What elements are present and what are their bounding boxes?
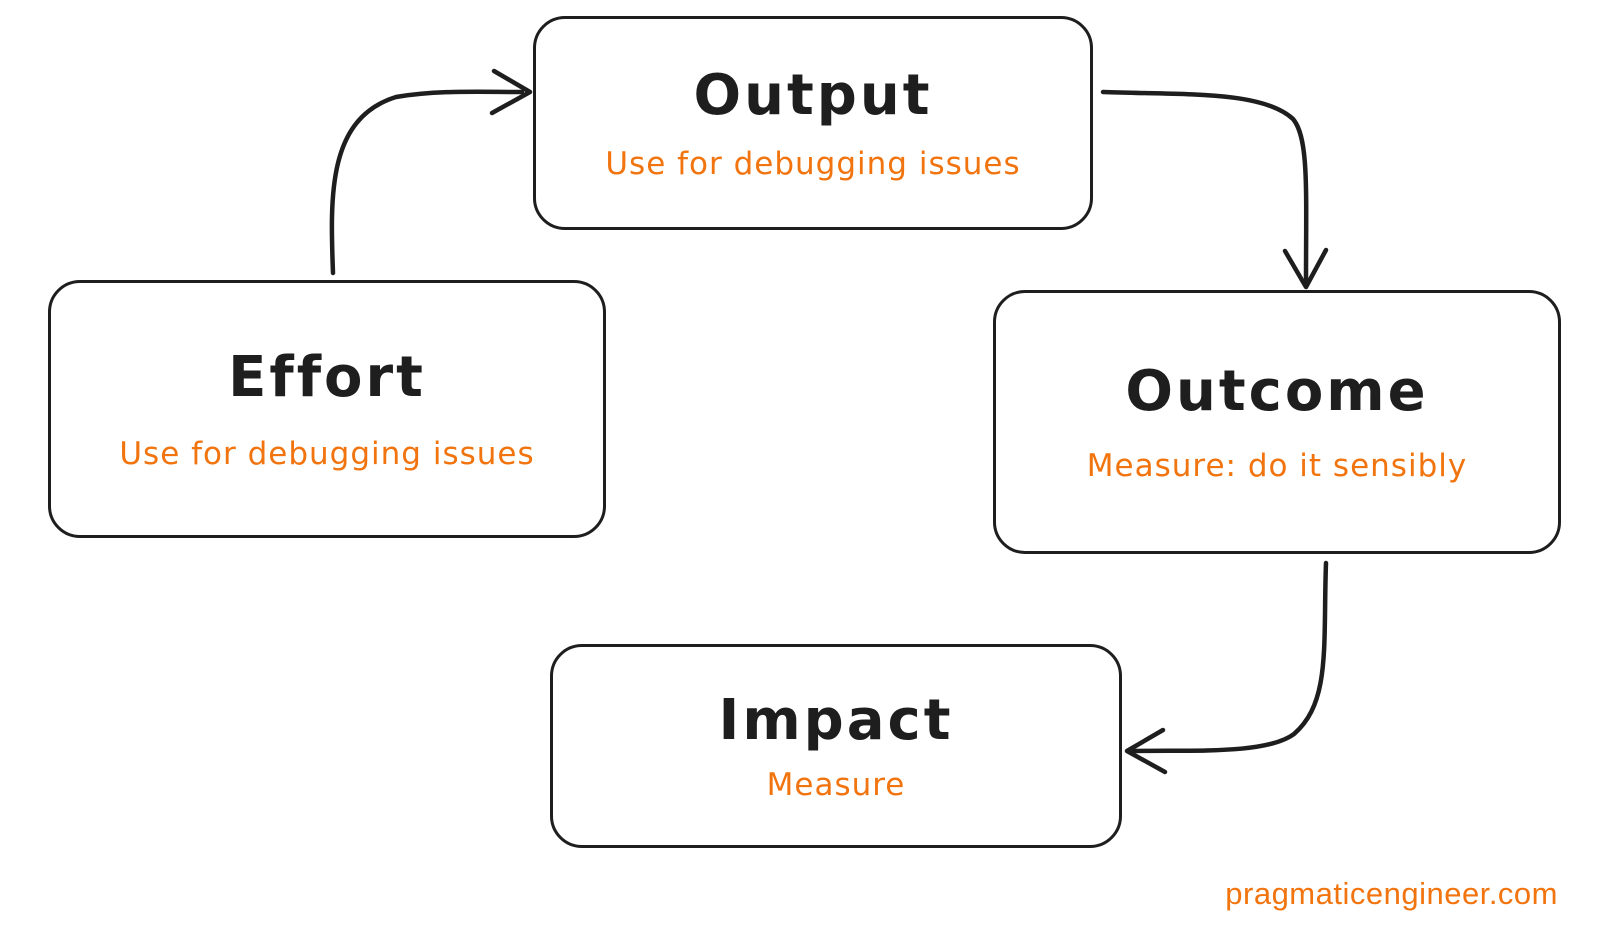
node-output-subtitle: Use for debugging issues: [605, 145, 1021, 182]
arrow-output-to-outcome-head-icon: [1282, 247, 1329, 290]
node-outcome: Outcome Measure: do it sensibly: [993, 290, 1561, 554]
arrow-effort-to-output: [329, 68, 533, 276]
arrow-outcome-to-impact-line: [1131, 560, 1329, 754]
node-effort-title: Effort: [228, 345, 426, 411]
node-effort: Effort Use for debugging issues: [48, 280, 606, 538]
arrow-outcome-to-impact: [1124, 560, 1329, 775]
arrow-effort-to-output-head-icon: [489, 68, 533, 116]
arrow-output-to-outcome-line: [1100, 89, 1309, 285]
arrow-outcome-to-impact-head-icon: [1124, 727, 1168, 775]
node-impact-subtitle: Measure: [766, 766, 906, 803]
arrow-output-to-outcome: [1100, 89, 1329, 290]
node-outcome-title: Outcome: [1125, 359, 1429, 425]
node-output: Output Use for debugging issues: [533, 16, 1093, 230]
node-impact-title: Impact: [718, 688, 954, 754]
arrow-effort-to-output-line: [329, 89, 525, 276]
node-effort-subtitle: Use for debugging issues: [119, 435, 535, 472]
node-outcome-subtitle: Measure: do it sensibly: [1086, 447, 1468, 484]
node-output-title: Output: [693, 63, 933, 129]
watermark: pragmaticengineer.com: [1225, 876, 1558, 911]
node-impact: Impact Measure: [550, 644, 1122, 848]
